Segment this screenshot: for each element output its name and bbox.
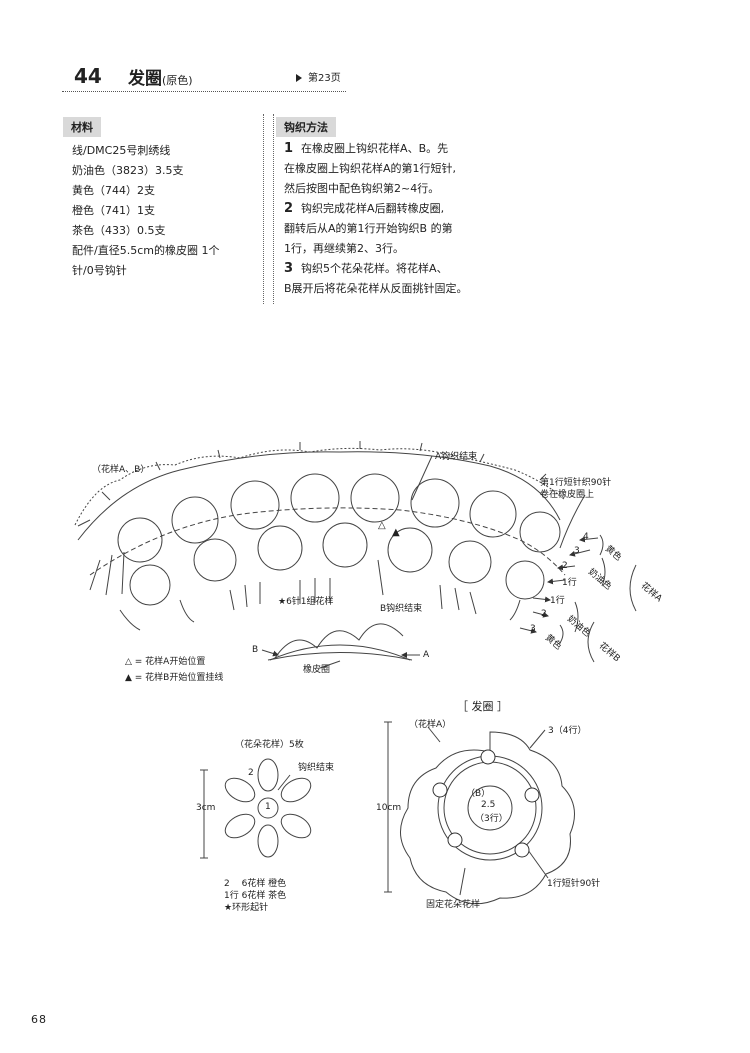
materials-line: 奶油色（3823）3.5支 [72, 164, 184, 177]
method-line: 2 钩织完成花样A后翻转橡皮圈, [284, 199, 484, 219]
materials-line: 黄色（744）2支 [72, 184, 155, 197]
materials-line: 针/0号钩针 [72, 264, 127, 277]
title-text: 发圈 [128, 69, 162, 89]
method-steps: 1 在橡皮圈上钩织花样A、B。先 在橡皮圈上钩织花样A的第1行短针, 然后按图中配… [284, 139, 484, 299]
a-end-label: A钩织结束 [435, 452, 478, 462]
star-note: ★6针1组花样 [278, 597, 334, 607]
method-line: 然后按图中配色钩织第2~4行。 [284, 182, 440, 195]
diagram-label: （花样A、B） [92, 465, 150, 475]
b-end-label: B钩织结束 [380, 604, 423, 614]
method-text: 在橡皮圈上钩织花样A、B。先 [301, 142, 449, 155]
row1-note: 卷在橡皮圈上 [540, 490, 595, 500]
method-text: 钩织完成花样A后翻转橡皮圈, [301, 202, 445, 215]
band-label: 橡皮圈 [303, 665, 331, 675]
page-number: 68 [31, 1013, 47, 1026]
band-label: B [252, 645, 259, 655]
row1-note: 第1行短针织90针 [540, 478, 612, 488]
band-label: A [423, 650, 430, 660]
flower-title: （花朵花样）5枚 [235, 740, 304, 750]
header-divider [62, 91, 346, 92]
row-label: 2 [562, 561, 568, 571]
method-line: 3 钩织5个花朵花样。将花样A、 [284, 259, 484, 279]
method-line: 1 在橡皮圈上钩织花样A、B。先 [284, 139, 484, 159]
flower-note: 2 6花样 橙色 [224, 879, 287, 889]
page-title: 发圈(原色) [128, 64, 193, 89]
hair-tie-label: 3（4行） [548, 726, 587, 736]
row-label: 3 [530, 624, 536, 634]
legend-item: △ = 花样A开始位置 [125, 657, 206, 667]
method-line: 1行，再继续第2、3行。 [284, 242, 404, 255]
step-number: 3 [284, 261, 294, 276]
method-heading: 钩织方法 [276, 117, 336, 137]
row-label: 3 [574, 546, 580, 556]
title-subtitle: (原色) [162, 74, 193, 87]
section-number: 44 [74, 64, 102, 88]
svg-text:△: △ [378, 520, 386, 531]
flower-row: 2 [248, 768, 254, 778]
row-label: 1行 [550, 596, 565, 606]
triangle-icon [296, 74, 302, 82]
step-number: 1 [284, 141, 294, 156]
method-line: B展开后将花朵花样从反面挑针固定。 [284, 282, 468, 295]
row-label: 4 [583, 532, 589, 542]
row-label: 2 [541, 609, 547, 619]
hair-tie-label: （3行） [475, 814, 508, 824]
materials-line: 茶色（433）0.5支 [72, 224, 166, 237]
materials-line: 橙色（741）1支 [72, 204, 155, 217]
hair-tie-label: （花样A） [409, 720, 452, 730]
page-reference: 第23页 [296, 69, 341, 84]
flower-note: ★环形起针 [224, 903, 269, 913]
row-label: 1行 [562, 578, 577, 588]
svg-text:▲: ▲ [392, 527, 400, 538]
hair-tie-label: 1行短针90针 [547, 879, 601, 889]
flower-row: 1 [265, 802, 271, 812]
legend-item: ▲ = 花样B开始位置挂线 [125, 673, 224, 683]
flower-size: 3cm [196, 803, 216, 813]
hair-tie-label: 2.5 [481, 800, 496, 810]
flower-end: 钩织结束 [298, 763, 335, 773]
materials-list: 线/DMC25号刺绣线 奶油色（3823）3.5支 黄色（744）2支 橙色（7… [72, 141, 219, 281]
column-divider [263, 114, 264, 304]
materials-line: 配件/直径5.5cm的橡皮圈 1个 [72, 244, 220, 257]
page-reference-text: 第23页 [308, 73, 341, 84]
materials-line: 线/DMC25号刺绣线 [72, 144, 171, 157]
hair-tie-title: ［ 发圈 ］ [457, 700, 508, 713]
materials-heading: 材料 [63, 117, 101, 137]
method-text: 钩织5个花朵花样。将花样A、 [301, 262, 448, 275]
hair-tie-size: 10cm [376, 803, 402, 813]
column-divider [273, 114, 274, 304]
hair-tie-label: 固定花朵花样 [426, 900, 481, 910]
method-line: 在橡皮圈上钩织花样A的第1行短针, [284, 162, 457, 175]
step-number: 2 [284, 201, 294, 216]
method-line: 翻转后从A的第1行开始钩织B 的第 [284, 222, 453, 235]
hair-tie-label: （B） [466, 789, 491, 799]
flower-note: 1行 6花样 茶色 [224, 891, 287, 901]
